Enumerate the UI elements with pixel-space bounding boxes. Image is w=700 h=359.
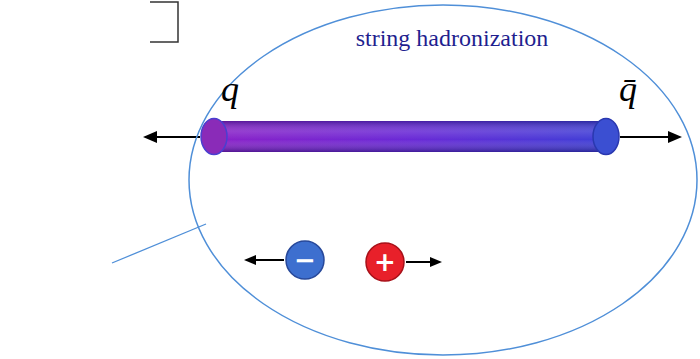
string-shade — [214, 121, 606, 152]
charge-circle — [286, 241, 324, 279]
callout-outline — [189, 5, 697, 355]
arrow-line — [406, 261, 432, 263]
positive-charge: + — [365, 242, 405, 282]
arrow-head — [668, 131, 682, 143]
quark-end — [201, 119, 227, 155]
callout-ellipse: string hadronization − + — [188, 4, 698, 356]
arrow-line — [620, 136, 670, 138]
string-tube — [214, 121, 606, 152]
callout-leader — [112, 224, 206, 263]
antiquark-label: q̄ — [619, 68, 637, 111]
arrow-line — [154, 136, 200, 138]
ellipse-outline — [188, 4, 698, 356]
charge-sign: + — [374, 249, 396, 275]
arrow-head — [430, 257, 442, 267]
callout-title: string hadronization — [356, 26, 549, 50]
arrow-line — [254, 259, 284, 261]
box-edge — [150, 2, 178, 42]
antiquark-end — [593, 119, 619, 155]
charge-circle — [366, 243, 404, 281]
negative-charge: − — [285, 240, 325, 280]
quark-label: q — [221, 68, 239, 111]
arrow-head — [143, 131, 157, 143]
charge-sign: − — [294, 247, 316, 273]
arrow-head — [244, 255, 256, 265]
